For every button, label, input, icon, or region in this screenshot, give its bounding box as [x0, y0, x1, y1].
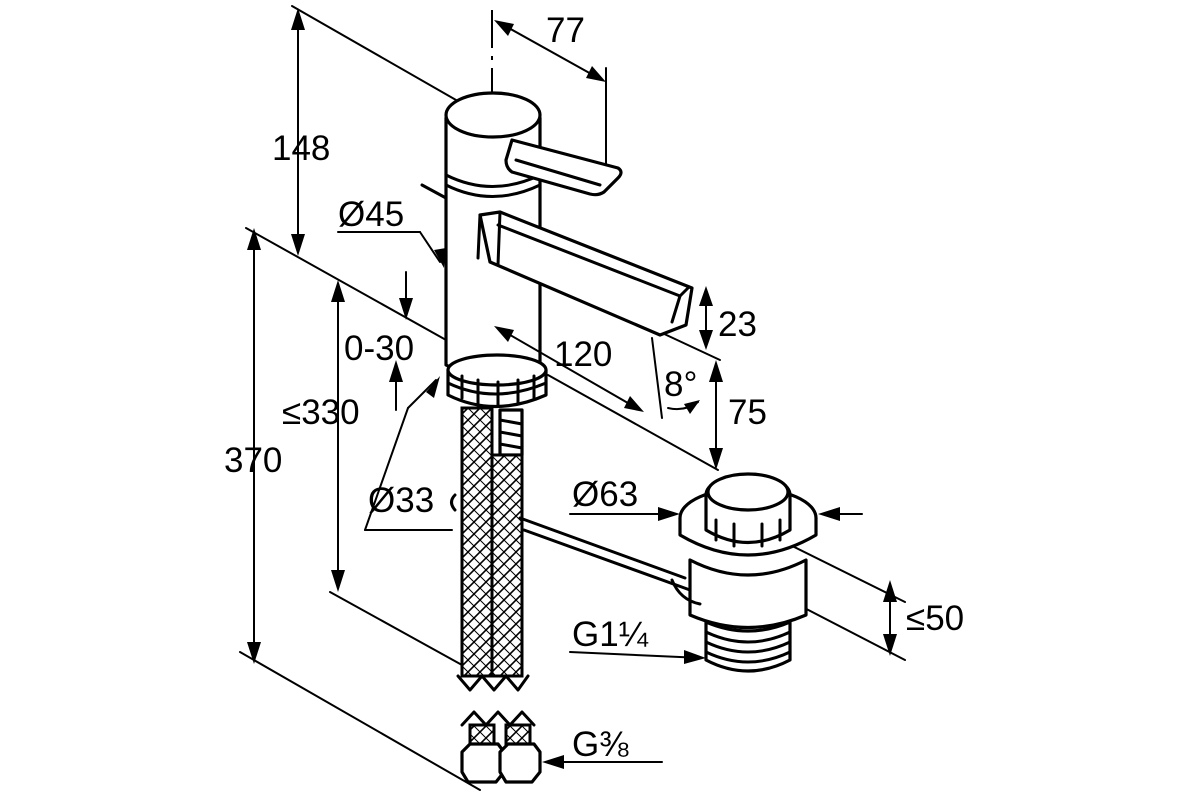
label-50: ≤50 — [906, 599, 964, 638]
label-77: 77 — [546, 11, 585, 50]
base-nut — [446, 353, 548, 409]
label-g3-8: G⅜ — [572, 725, 629, 764]
pull-rod — [450, 493, 692, 592]
lever-handle — [504, 138, 623, 197]
label-diameter-33: Ø33 — [368, 481, 434, 520]
label-330: ≤330 — [282, 393, 360, 432]
label-120: 120 — [554, 335, 612, 374]
label-0-30: 0-30 — [344, 329, 414, 368]
spout — [476, 210, 694, 337]
supply-hoses — [456, 406, 542, 784]
label-23: 23 — [718, 305, 757, 344]
label-diameter-63: Ø63 — [572, 475, 638, 514]
pop-up-waste — [670, 472, 818, 673]
label-diameter-45: Ø45 — [338, 195, 404, 234]
label-75: 75 — [728, 393, 767, 432]
dimension-labels: 148 77 Ø45 23 0-30 120 8° ≤330 370 75 Ø3… — [224, 11, 964, 764]
label-8-degree: 8° — [664, 365, 697, 404]
dimension-lines — [247, 8, 897, 769]
label-148: 148 — [272, 129, 330, 168]
label-g1-quarter: G1¼ — [572, 615, 649, 654]
extension-lines — [239, 5, 906, 791]
mounting-stud — [498, 408, 524, 457]
label-370: 370 — [224, 441, 282, 480]
